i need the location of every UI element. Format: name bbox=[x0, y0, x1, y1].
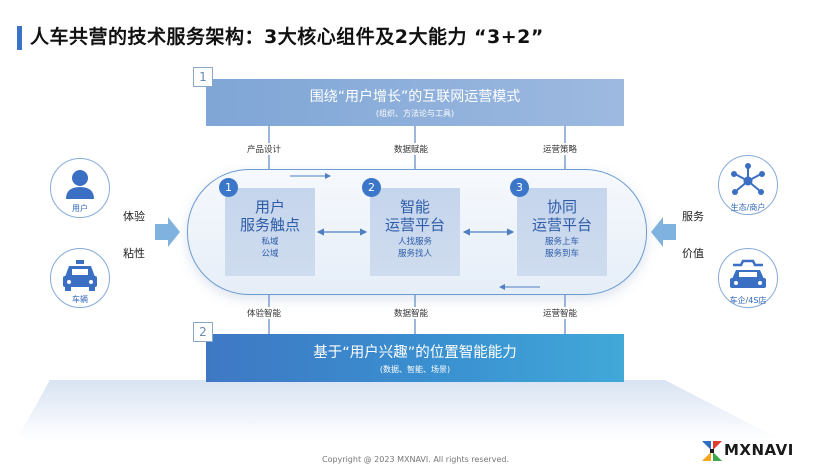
top-connector-label-2: 数据赋能 bbox=[393, 143, 430, 155]
bottom-capability-band: 基于“用户兴趣”的位置智能能力 (数据、智能、场景) bbox=[206, 334, 624, 382]
top-connector-label-1: 产品设计 bbox=[246, 143, 283, 155]
bottom-band-number: 2 bbox=[193, 322, 213, 342]
automaker-circle: 车企/4S店 bbox=[718, 248, 778, 308]
floor-platform bbox=[16, 380, 782, 440]
ecosystem-circle: 生态/商户 bbox=[718, 155, 778, 215]
car-service-icon bbox=[730, 259, 766, 288]
top-band-title: 围绕“用户增长”的互联网运营模式 bbox=[309, 89, 521, 105]
copyright-text: Copyright @ 2023 MXNAVI. All rights rese… bbox=[322, 455, 509, 464]
card-3-number: 3 bbox=[510, 178, 529, 197]
bottom-band-subtitle: (数据、智能、场景) bbox=[379, 365, 451, 374]
title-accent-bar bbox=[17, 26, 22, 50]
vehicle-icon-label: 车辆 bbox=[72, 295, 88, 304]
user-icon bbox=[66, 170, 94, 199]
card-collaborative-operations: 协同 运营平台 服务上车 服务到车 bbox=[517, 188, 607, 276]
bottom-connector-label-3: 运营智能 bbox=[542, 307, 579, 319]
card-user-touchpoint: 用户 服务触点 私域 公域 bbox=[225, 188, 315, 276]
ecosystem-icon-label: 生态/商户 bbox=[730, 203, 766, 212]
automaker-icon-label: 车企/4S店 bbox=[729, 296, 767, 305]
bottom-band-title: 基于“用户兴趣”的位置智能能力 bbox=[313, 345, 517, 361]
vehicle-circle: 车辆 bbox=[50, 248, 110, 308]
bottom-connector-label-1: 体验智能 bbox=[246, 307, 283, 319]
right-label-service: 服务 bbox=[682, 210, 704, 223]
bottom-connector-label-2: 数据智能 bbox=[393, 307, 430, 319]
page-title: 人车共营的技术服务架构：3大核心组件及2大能力 “3+2” bbox=[30, 26, 544, 48]
network-icon bbox=[731, 163, 765, 195]
top-capability-band: 围绕“用户增长”的互联网运营模式 (组织、方法论与工具) bbox=[206, 79, 624, 126]
top-band-number: 1 bbox=[193, 67, 213, 87]
taxi-icon bbox=[63, 260, 97, 291]
card-smart-operations: 智能 运营平台 人找服务 服务找人 bbox=[370, 188, 460, 276]
top-connector-label-3: 运营策略 bbox=[542, 143, 579, 155]
mxnavi-logo-icon bbox=[702, 441, 722, 461]
mxnavi-logo-text: MXNAVI bbox=[724, 441, 794, 459]
user-icon-label: 用户 bbox=[72, 204, 88, 213]
right-label-value: 价值 bbox=[682, 247, 704, 260]
top-band-subtitle: (组织、方法论与工具) bbox=[375, 109, 455, 118]
user-circle: 用户 bbox=[50, 158, 110, 218]
card-2-number: 2 bbox=[362, 178, 381, 197]
left-label-experience: 体验 bbox=[123, 210, 145, 223]
left-label-stickiness: 粘性 bbox=[123, 247, 145, 260]
card-1-number: 1 bbox=[219, 178, 238, 197]
